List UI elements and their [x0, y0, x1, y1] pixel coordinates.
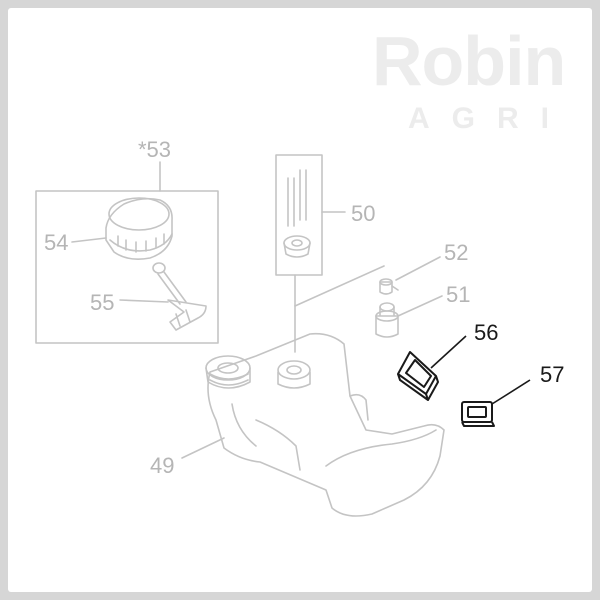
part-50-fuel-pipe-shape	[283, 169, 311, 258]
brand-logo: Robin	[372, 22, 566, 100]
part-55-strainer-shape	[152, 262, 207, 331]
group-box-53	[35, 190, 219, 344]
part-52-shape	[379, 278, 399, 295]
leader-55	[119, 299, 169, 303]
callout-52: 52	[444, 240, 469, 265]
callout-54: 54	[44, 230, 69, 255]
leader-51	[397, 295, 443, 317]
callout-50: 50	[351, 201, 376, 226]
leader-51-52-assembly	[294, 265, 385, 307]
leader-52	[395, 256, 441, 281]
callout-49: 49	[150, 453, 175, 478]
diagram-panel	[8, 8, 592, 592]
callout-55: 55	[90, 290, 115, 315]
callout-51: 51	[446, 282, 471, 307]
leader-54	[71, 237, 107, 243]
leader-49	[181, 437, 225, 459]
part-51-shape	[375, 302, 399, 338]
brand-tagline: AGRI	[408, 102, 571, 135]
part-56-gasket-shape	[397, 351, 439, 401]
callout-57: 57	[540, 362, 565, 387]
part-54-fuel-cap-shape	[105, 197, 173, 260]
part-57-grommet-shape	[461, 401, 495, 427]
leader-56	[430, 335, 467, 369]
leader-57	[491, 379, 531, 405]
callout-56: 56	[474, 320, 499, 345]
group-box-50	[275, 154, 323, 276]
part-49-fuel-tank-shape	[205, 332, 445, 517]
callout-53: *53	[138, 137, 172, 162]
